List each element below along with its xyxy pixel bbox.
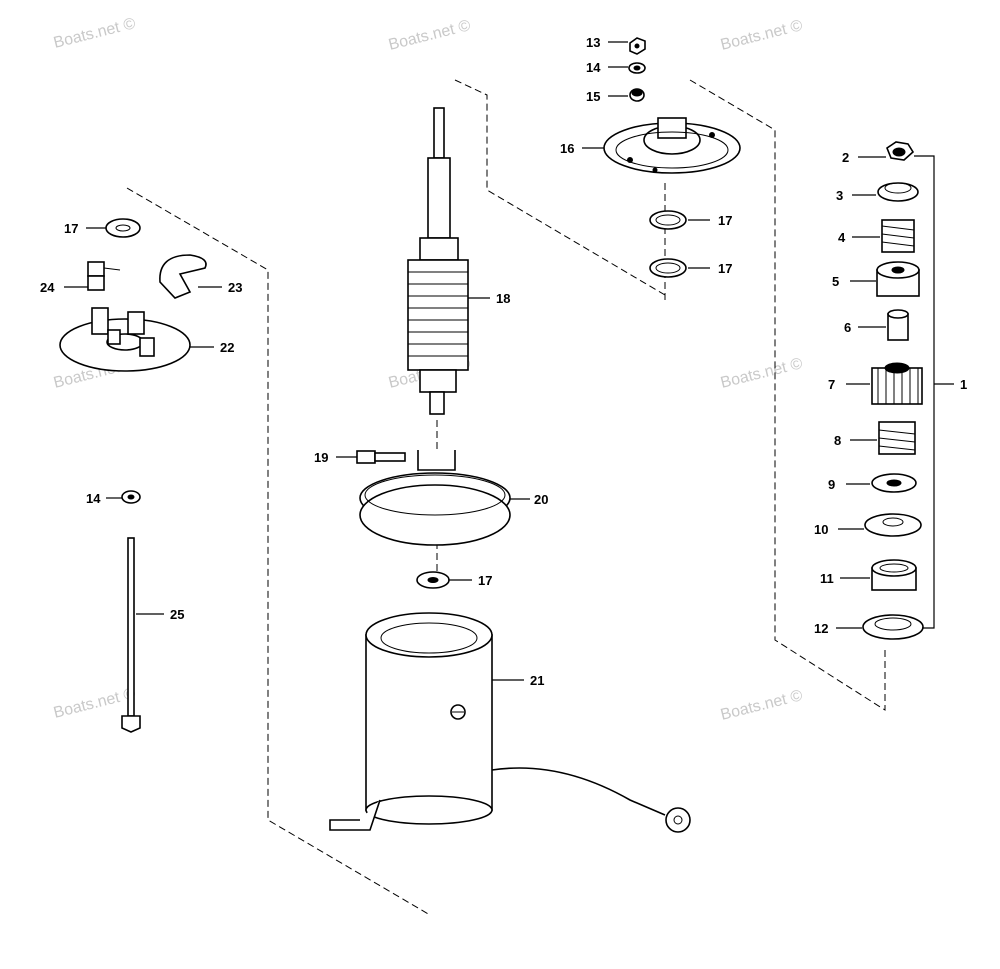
callout-25: 25 <box>170 607 184 622</box>
callout-3: 3 <box>836 188 843 203</box>
part-brush-plate-22 <box>59 307 191 372</box>
callout-17: 17 <box>478 573 492 588</box>
assembly-outlines <box>126 79 886 916</box>
callout-19: 19 <box>314 450 328 465</box>
watermark: Boats.net © <box>52 15 138 52</box>
callout-1: 1 <box>960 377 967 392</box>
callout-11: 11 <box>820 571 834 586</box>
part-washer-14-bolt <box>121 490 141 504</box>
part-drive-8 <box>878 421 916 455</box>
callout-5: 5 <box>832 274 839 289</box>
part-cup-12 <box>862 614 924 640</box>
part-washer-17-c <box>105 218 141 238</box>
callout-2: 2 <box>842 150 849 165</box>
callout-24: 24 <box>40 280 55 295</box>
callout-14: 14 <box>86 491 101 506</box>
callout-6: 6 <box>844 320 851 335</box>
watermark: Boats.net © <box>719 17 805 54</box>
outline-brush-plate-group <box>126 187 431 916</box>
callout-17: 17 <box>718 261 732 276</box>
callout-10: 10 <box>814 522 828 537</box>
callout-18: 18 <box>496 291 510 306</box>
part-bushing-11 <box>871 559 917 591</box>
part-nut-13 <box>629 37 646 55</box>
callout-9: 9 <box>828 477 835 492</box>
part-cup-3 <box>877 182 919 202</box>
part-washer-9 <box>871 473 917 493</box>
part-pinion-gear-7 <box>871 362 923 405</box>
callout-7: 7 <box>828 377 835 392</box>
callout-17: 17 <box>64 221 78 236</box>
callout-23: 23 <box>228 280 242 295</box>
callout-15: 15 <box>586 89 600 104</box>
callout-21: 21 <box>530 673 544 688</box>
outline-end-cap-group <box>689 79 886 711</box>
part-washer-14-top <box>628 62 646 74</box>
part-washer-17-a <box>649 210 687 230</box>
part-sleeve-6 <box>887 309 909 341</box>
callout-12: 12 <box>814 621 828 636</box>
part-armature-18 <box>407 107 469 415</box>
part-collar-5 <box>876 261 920 297</box>
part-brush-24 <box>87 261 121 291</box>
part-end-cap-16 <box>603 117 741 174</box>
part-washer-17-d <box>416 571 450 589</box>
part-frame-21 <box>329 612 691 833</box>
watermark: Boats.net © <box>387 17 473 54</box>
callout-16: 16 <box>560 141 574 156</box>
callout-labels: 13 14 15 16 17 17 2 3 4 5 6 7 1 8 9 10 1… <box>40 35 967 688</box>
callout-20: 20 <box>534 492 548 507</box>
part-spring-4 <box>881 219 915 253</box>
outline-armature-group <box>454 79 666 296</box>
part-screw-19 <box>356 450 406 464</box>
part-thru-bolt-25 <box>121 537 141 733</box>
part-nut-2 <box>886 141 915 161</box>
watermark: Boats.net © <box>719 687 805 724</box>
callout-17: 17 <box>718 213 732 228</box>
part-washer-10 <box>864 513 922 537</box>
part-washer-17-b <box>649 258 687 278</box>
part-washer-15 <box>629 88 645 102</box>
callout-22: 22 <box>220 340 234 355</box>
callout-leaders <box>64 41 954 681</box>
callout-4: 4 <box>838 230 846 245</box>
callout-14: 14 <box>586 60 601 75</box>
part-brush-spring-23 <box>159 254 207 299</box>
callout-8: 8 <box>834 433 841 448</box>
callout-13: 13 <box>586 35 600 50</box>
part-band-20 <box>359 450 511 546</box>
watermark: Boats.net © <box>719 355 805 392</box>
